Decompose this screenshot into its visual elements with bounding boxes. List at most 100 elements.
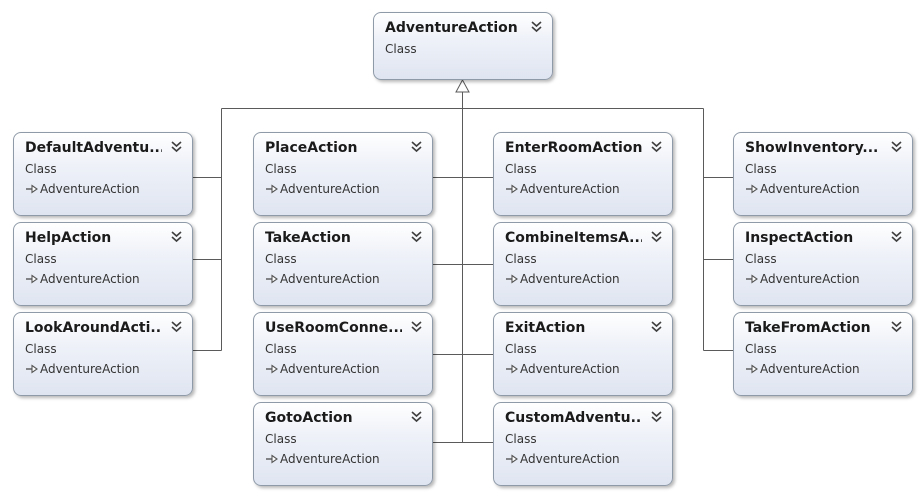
inheritance-arrow-icon <box>26 364 38 374</box>
base-class-line: AdventureAction <box>505 362 620 376</box>
class-kind: Class <box>505 342 537 356</box>
inheritance-arrow-icon <box>746 364 758 374</box>
base-class-name: AdventureAction <box>40 182 140 196</box>
inheritance-arrow-icon <box>746 274 758 284</box>
class-kind: Class <box>25 162 57 176</box>
chevron-double-down-icon[interactable] <box>650 140 663 153</box>
base-class-name: AdventureAction <box>760 272 860 286</box>
chevron-double-down-icon[interactable] <box>170 320 183 333</box>
base-class-name: AdventureAction <box>280 272 380 286</box>
chevron-double-down-icon[interactable] <box>650 320 663 333</box>
inheritance-arrow-icon <box>266 454 278 464</box>
base-class-name: AdventureAction <box>520 182 620 196</box>
chevron-double-down-icon[interactable] <box>890 320 903 333</box>
base-class-line: AdventureAction <box>505 182 620 196</box>
chevron-double-down-icon[interactable] <box>410 230 423 243</box>
class-name: PlaceAction <box>265 140 358 156</box>
chevron-double-down-icon[interactable] <box>170 140 183 153</box>
base-class-line: AdventureAction <box>505 272 620 286</box>
class-name: HelpAction <box>25 230 112 246</box>
class-kind: Class <box>745 252 777 266</box>
class-box-root[interactable]: AdventureAction Class <box>373 12 553 80</box>
base-class-line: AdventureAction <box>265 452 380 466</box>
base-class-name: AdventureAction <box>280 182 380 196</box>
class-name: ShowInventory... <box>745 140 879 156</box>
base-class-line: AdventureAction <box>25 272 140 286</box>
class-name: InspectAction <box>745 230 854 246</box>
class-name: AdventureAction <box>385 20 518 36</box>
chevron-double-down-icon[interactable] <box>890 140 903 153</box>
base-class-name: AdventureAction <box>760 362 860 376</box>
base-class-line: AdventureAction <box>25 182 140 196</box>
class-name: EnterRoomAction <box>505 140 642 156</box>
class-kind: Class <box>745 162 777 176</box>
class-name: GotoAction <box>265 410 353 426</box>
inheritance-arrow-icon <box>266 364 278 374</box>
class-kind: Class <box>265 342 297 356</box>
class-name: ExitAction <box>505 320 586 336</box>
class-kind: Class <box>745 342 777 356</box>
inheritance-arrow-icon <box>506 184 518 194</box>
chevron-double-down-icon[interactable] <box>410 410 423 423</box>
base-class-line: AdventureAction <box>265 362 380 376</box>
inheritance-triangle-icon <box>455 78 470 93</box>
class-name: CustomAdventu... <box>505 410 642 426</box>
class-name: DefaultAdventu... <box>25 140 162 156</box>
base-class-name: AdventureAction <box>520 272 620 286</box>
inheritance-arrow-icon <box>506 274 518 284</box>
inheritance-arrow-icon <box>746 184 758 194</box>
base-class-line: AdventureAction <box>25 362 140 376</box>
inheritance-arrow-icon <box>26 274 38 284</box>
class-name: TakeAction <box>265 230 351 246</box>
base-class-line: AdventureAction <box>745 182 860 196</box>
base-class-line: AdventureAction <box>265 182 380 196</box>
base-class-line: AdventureAction <box>265 272 380 286</box>
base-class-name: AdventureAction <box>520 452 620 466</box>
class-name: UseRoomConne... <box>265 320 402 336</box>
base-class-line: AdventureAction <box>745 272 860 286</box>
chevron-double-down-icon[interactable] <box>650 410 663 423</box>
inheritance-arrow-icon <box>266 184 278 194</box>
base-class-name: AdventureAction <box>40 272 140 286</box>
inheritance-arrow-icon <box>26 184 38 194</box>
class-kind: Class <box>505 432 537 446</box>
chevron-double-down-icon[interactable] <box>650 230 663 243</box>
class-kind: Class <box>385 42 417 56</box>
class-name: LookAroundActi... <box>25 320 162 336</box>
class-kind: Class <box>25 252 57 266</box>
class-kind: Class <box>25 342 57 356</box>
chevron-double-down-icon[interactable] <box>170 230 183 243</box>
base-class-name: AdventureAction <box>280 452 380 466</box>
chevron-double-down-icon[interactable] <box>530 20 543 33</box>
chevron-double-down-icon[interactable] <box>410 140 423 153</box>
base-class-name: AdventureAction <box>40 362 140 376</box>
class-name: CombineItemsA... <box>505 230 642 246</box>
base-class-name: AdventureAction <box>280 362 380 376</box>
class-kind: Class <box>265 252 297 266</box>
base-class-name: AdventureAction <box>520 362 620 376</box>
base-class-line: AdventureAction <box>505 452 620 466</box>
chevron-double-down-icon[interactable] <box>410 320 423 333</box>
class-kind: Class <box>505 252 537 266</box>
inheritance-arrow-icon <box>506 454 518 464</box>
base-class-name: AdventureAction <box>760 182 860 196</box>
class-kind: Class <box>505 162 537 176</box>
class-kind: Class <box>265 162 297 176</box>
chevron-double-down-icon[interactable] <box>890 230 903 243</box>
inheritance-arrow-icon <box>506 364 518 374</box>
